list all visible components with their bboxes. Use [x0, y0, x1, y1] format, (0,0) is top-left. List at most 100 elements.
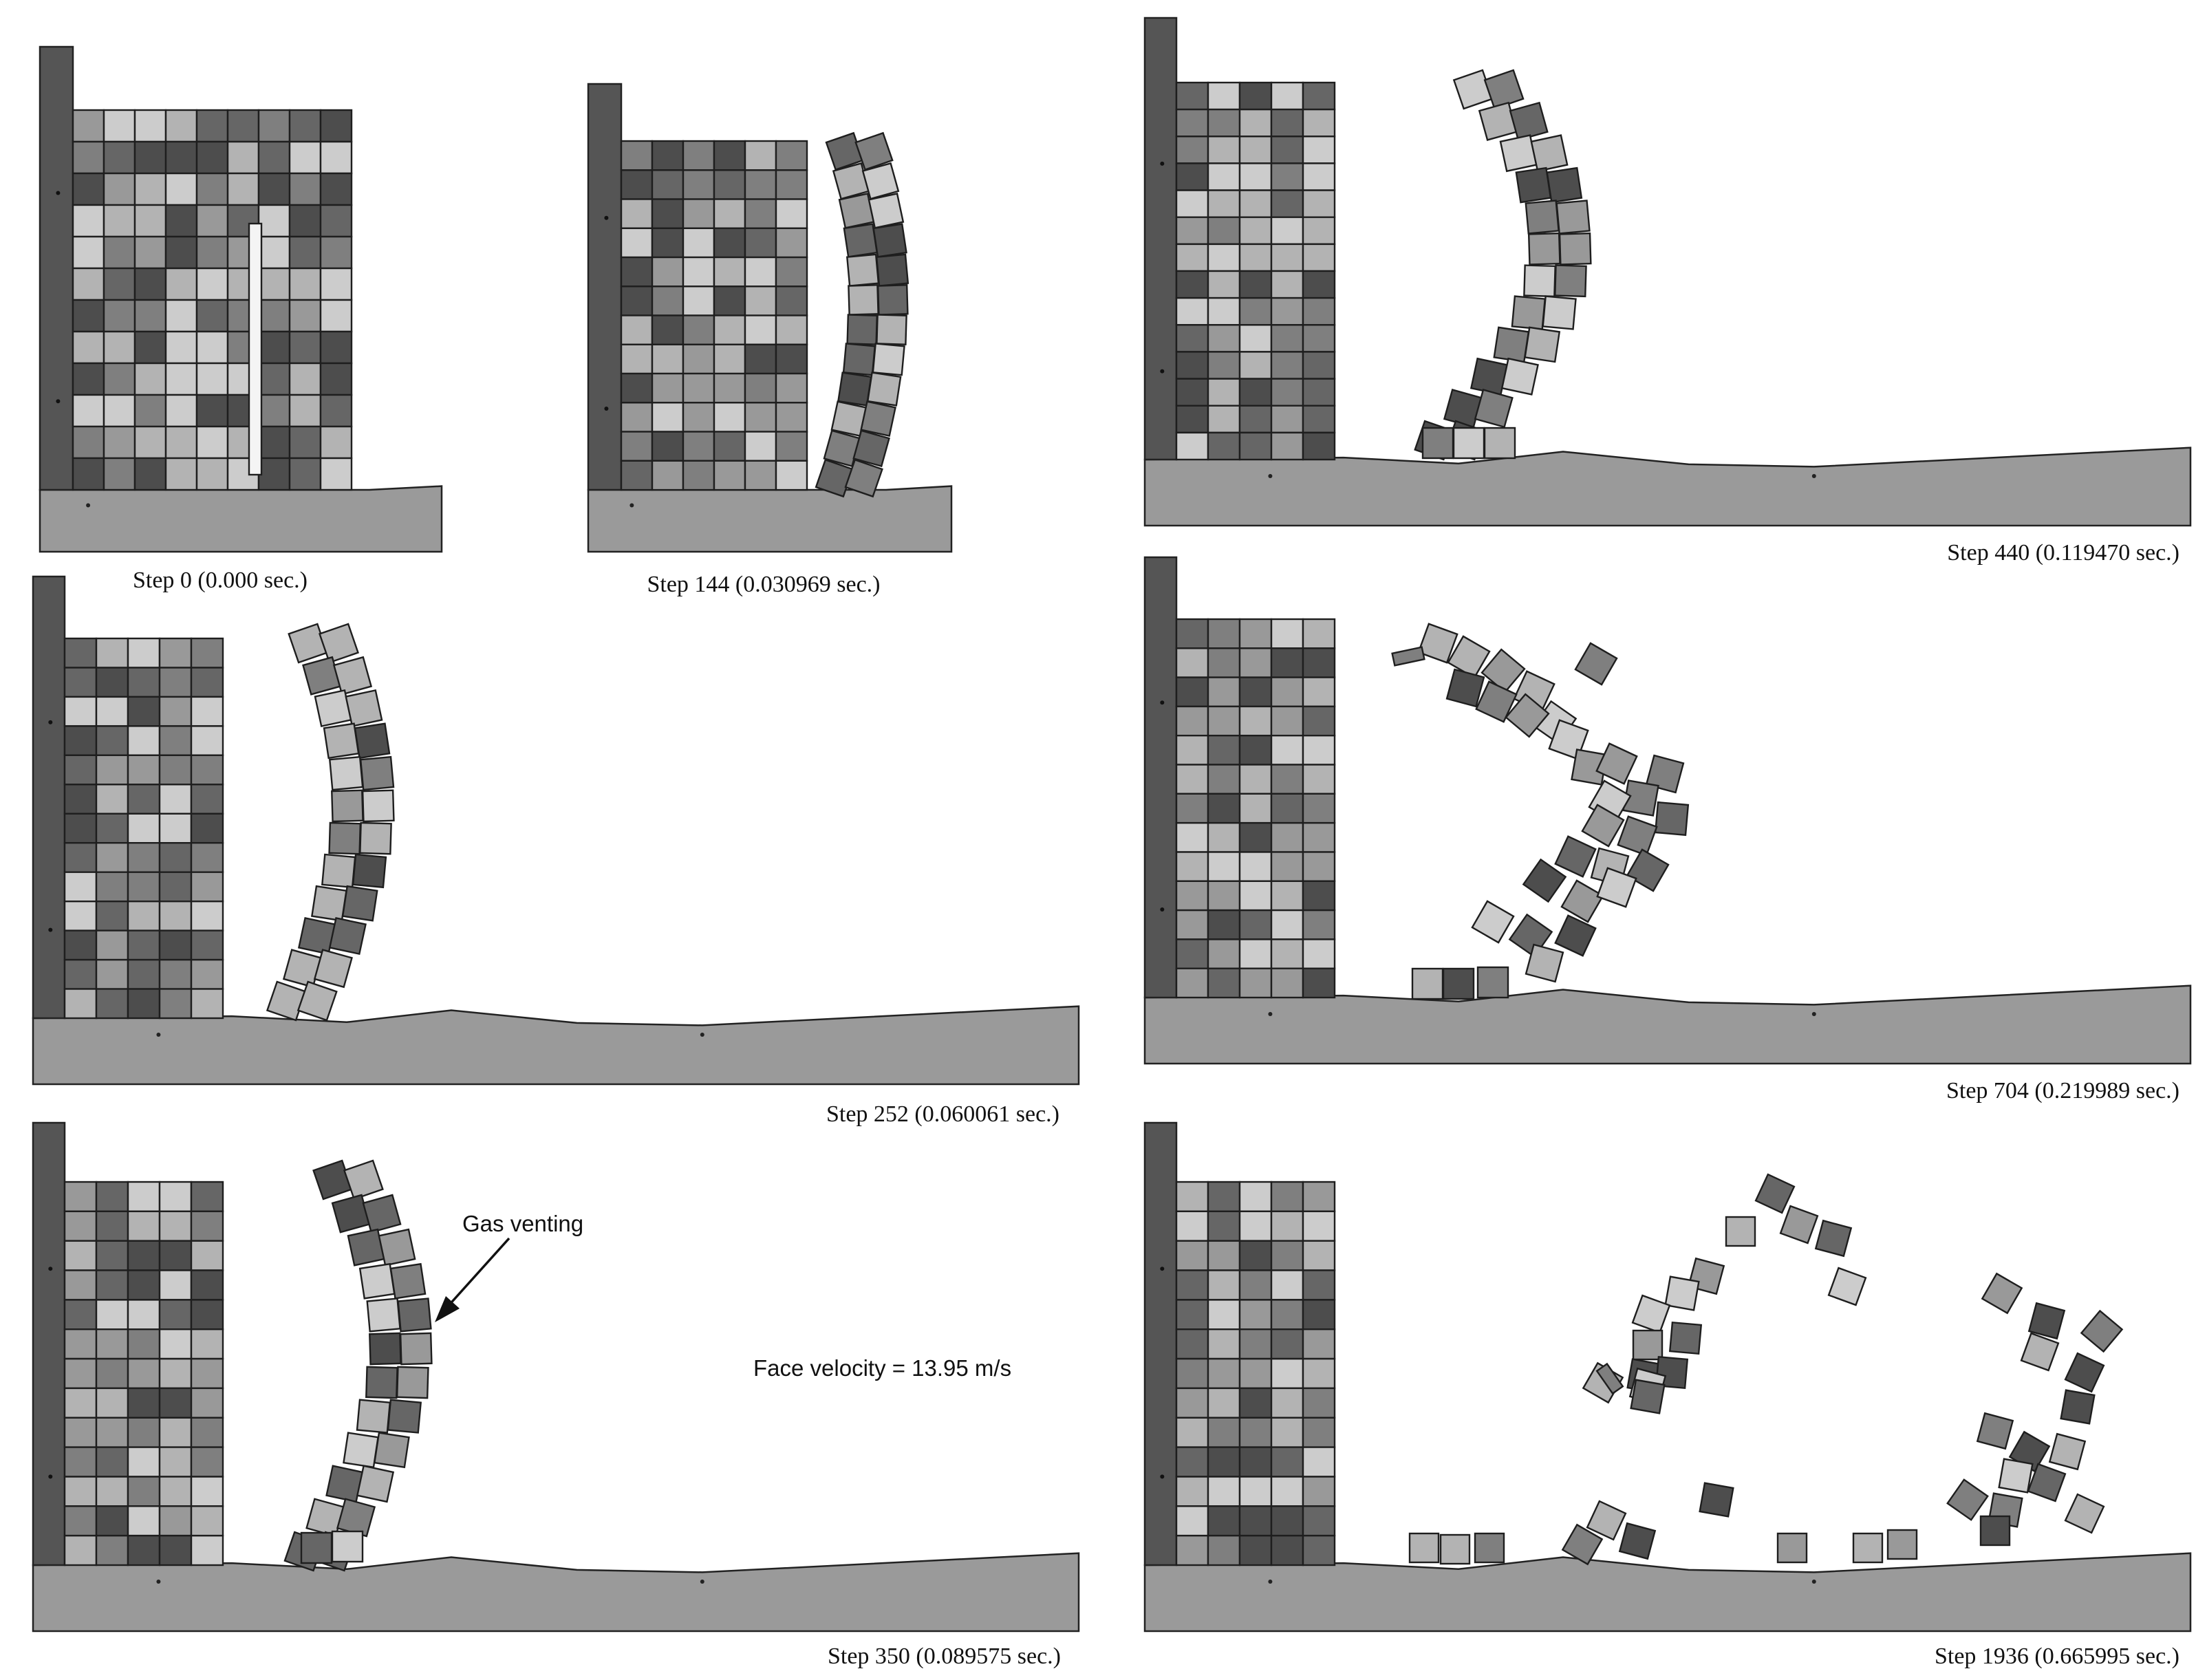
leaf-block [1474, 389, 1514, 429]
wall-block [1175, 297, 1209, 326]
wall-block [620, 460, 654, 491]
wall-block [190, 1240, 224, 1271]
wall-block [72, 299, 105, 333]
wall-block [195, 172, 229, 206]
wall-block [63, 841, 98, 873]
wall-block [1175, 216, 1209, 246]
leaf-block [843, 223, 879, 258]
wall-block [319, 394, 353, 428]
wall-block [1302, 618, 1336, 649]
leaf-block [399, 1332, 433, 1366]
wall-block [1302, 1446, 1336, 1478]
wall-block [620, 314, 654, 345]
wall-block [713, 140, 746, 171]
ground-node [156, 1033, 161, 1037]
wall-block [1238, 1476, 1273, 1507]
wall-block [63, 812, 98, 844]
support-column [1143, 1121, 1178, 1566]
ground-node [1811, 1580, 1816, 1584]
support-column [1143, 17, 1178, 461]
wall-block [127, 696, 161, 727]
wall-block [127, 1476, 161, 1507]
wall-block [1238, 909, 1273, 940]
debris-block [1979, 1515, 2011, 1547]
wall-block [1175, 938, 1209, 969]
ground-node [86, 503, 91, 508]
wall-block [1302, 793, 1336, 824]
wall-block [1175, 851, 1209, 882]
leaf-block [328, 821, 362, 855]
debris-block [1522, 858, 1567, 903]
wall-block [1238, 967, 1273, 999]
wall-block [127, 1357, 161, 1390]
leaf-block [387, 1399, 422, 1434]
wall-block [164, 330, 198, 365]
wall-block [103, 330, 136, 365]
wall-block [1270, 431, 1304, 461]
leaf-block [310, 885, 347, 922]
wall-block [95, 929, 129, 961]
wall-block [1207, 216, 1241, 246]
wall-block [1207, 1446, 1241, 1478]
leaf-block [1554, 264, 1587, 298]
debris-block [1581, 804, 1625, 848]
support-column [32, 575, 66, 1020]
wall-block [1175, 81, 1209, 111]
wall-block [133, 109, 167, 143]
leaf-block [366, 1297, 401, 1333]
wall-block [63, 1269, 98, 1301]
wall-block [775, 198, 808, 229]
wall-block [1302, 1299, 1336, 1331]
wall-block [288, 394, 322, 428]
leaf-block [1546, 166, 1583, 204]
leaf-block [302, 656, 342, 696]
wall-block [1207, 1181, 1241, 1212]
debris-layer [266, 69, 2124, 1572]
wall-block [164, 425, 198, 460]
wall-block [1238, 108, 1273, 138]
wall-block [190, 1505, 224, 1537]
leaf-block [328, 755, 364, 791]
wall-block [682, 227, 715, 259]
support-column [587, 83, 623, 491]
wall-block [1175, 821, 1209, 853]
wall-block [1207, 81, 1241, 111]
debris-sliver [1595, 1362, 1624, 1395]
wall-block [1207, 297, 1241, 326]
debris-block [1442, 967, 1475, 1000]
wall-block [127, 1446, 161, 1478]
wall-block [127, 1505, 161, 1537]
wall-block [1270, 793, 1304, 824]
debris-block [1481, 648, 1526, 693]
leaf-block [872, 343, 905, 376]
wall-block [158, 958, 193, 990]
wall-block [127, 1328, 161, 1360]
wall-block [651, 169, 685, 200]
cavity-gap [248, 222, 263, 476]
wall-block [95, 667, 129, 698]
wall-block [620, 227, 654, 259]
wall-block [63, 1387, 98, 1419]
wall-block [682, 343, 715, 375]
wall-block [1238, 1269, 1273, 1301]
leaf-block [1542, 295, 1577, 330]
leaf-block [358, 1262, 396, 1300]
wall-block [1238, 1240, 1273, 1271]
wall-block [1302, 405, 1336, 434]
wall-block [1175, 189, 1209, 218]
wall-block [127, 929, 161, 961]
wall-block [127, 1387, 161, 1419]
column-node [56, 399, 61, 404]
leaf-block [359, 821, 392, 855]
leaf-block [1500, 357, 1539, 396]
wall-block [1238, 81, 1273, 111]
wall-block [127, 871, 161, 903]
wall-block [1270, 351, 1304, 380]
wall-block [319, 267, 353, 301]
wall-block [158, 988, 193, 1020]
wall-block [195, 299, 229, 333]
wall-block [682, 372, 715, 404]
wall-block [1238, 216, 1273, 246]
wall-block [257, 140, 291, 175]
wall-block [1238, 136, 1273, 164]
